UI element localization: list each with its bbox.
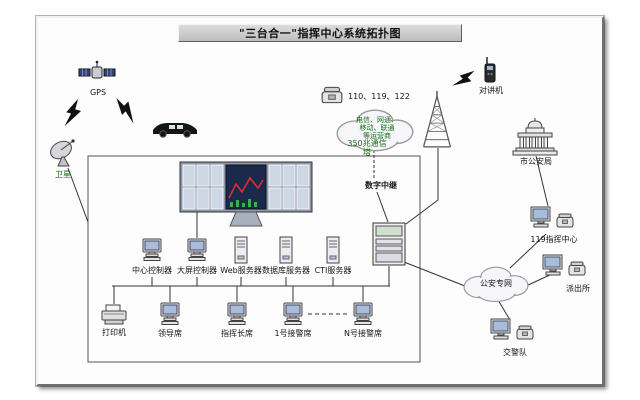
alarm-numbers-label: 110、119、122 — [348, 92, 410, 101]
db-server-label: 数据库服务器 — [262, 266, 310, 275]
connector-119-psnet — [509, 233, 547, 269]
connector-lines — [67, 148, 553, 321]
web-server-icon — [234, 236, 248, 264]
telecom-cloud-line2: 移动、联通 — [359, 124, 395, 132]
gps-label: GPS — [89, 88, 107, 97]
connector-psnet-station — [525, 273, 553, 287]
telecom-cloud-line3: 等运营商 — [363, 132, 391, 140]
screen-controller-icon — [187, 238, 207, 261]
command-room-box — [87, 155, 421, 363]
center-119-icon — [530, 206, 574, 228]
connector-trunk-cabinet — [376, 191, 389, 223]
city-bureau-icon — [512, 118, 558, 156]
center-119-label: 119指挥中心 — [530, 235, 578, 244]
lightning-gps-car-icon — [110, 93, 142, 125]
traffic-police-label: 交警队 — [503, 348, 527, 357]
satellite-dish-icon — [48, 138, 76, 167]
radio-tower-icon — [422, 90, 452, 148]
telecom-cloud-label: 电信、网通、 移动、联通 等运营商 — [351, 116, 403, 140]
web-server-label: Web服务器 — [220, 266, 262, 275]
console-desk — [229, 211, 263, 227]
connector-psnet-traffic — [497, 299, 511, 321]
seat1-label: 1号接警席 — [274, 329, 312, 338]
leader-seat-icon — [160, 302, 180, 325]
trunk-cabinet-icon — [372, 222, 406, 266]
intercom-label: 对讲机 — [479, 86, 503, 95]
gps-satellite-icon — [78, 60, 116, 79]
satellite-dish-label: 卫星 — [55, 170, 71, 179]
seatN-icon — [353, 302, 373, 325]
alarm-phone-icon — [321, 86, 343, 104]
connector-cabinet-psnet — [403, 261, 471, 289]
center-controller-label: 中心控制器 — [132, 266, 172, 275]
cti-server-label: CTI服务器 — [314, 266, 352, 275]
seatN-label: N号接警席 — [344, 329, 382, 338]
center-controller-icon — [142, 238, 162, 261]
intercom-icon — [484, 56, 496, 83]
printer-label: 打印机 — [102, 328, 126, 337]
db-server-icon — [279, 236, 293, 264]
video-wall — [179, 161, 313, 213]
commander-seat-icon — [227, 302, 247, 325]
cti-server-icon — [326, 236, 340, 264]
city-bureau-label: 市公安局 — [520, 157, 552, 166]
connector-bureau-119 — [535, 155, 549, 207]
commander-seat-label: 指挥长席 — [221, 329, 253, 338]
radio-tower-label: 350兆通信塔 — [347, 139, 387, 157]
wall-chart-line — [228, 176, 264, 199]
police-station-icon — [542, 254, 586, 276]
lightning-gps-dish-icon — [62, 96, 84, 130]
printer-icon — [101, 304, 127, 325]
traffic-police-icon — [490, 318, 534, 340]
police-station-label: 派出所 — [566, 284, 590, 293]
digital-trunk-label: 数字中继 — [365, 181, 397, 190]
leader-seat-label: 领导席 — [158, 329, 182, 338]
connector-tower-cabinet — [405, 148, 439, 225]
seat1-icon — [283, 302, 303, 325]
police-network-label: 公安专网 — [480, 279, 512, 288]
diagram-title: "三台合一"指挥中心系统拓扑图 — [178, 24, 462, 42]
screen-controller-label: 大屏控制器 — [177, 266, 217, 275]
connector-dish-room — [67, 167, 89, 223]
patrol-car-icon — [152, 122, 198, 138]
telecom-cloud-line1: 电信、网通、 — [356, 116, 398, 124]
wall-chart-bars — [230, 199, 257, 207]
